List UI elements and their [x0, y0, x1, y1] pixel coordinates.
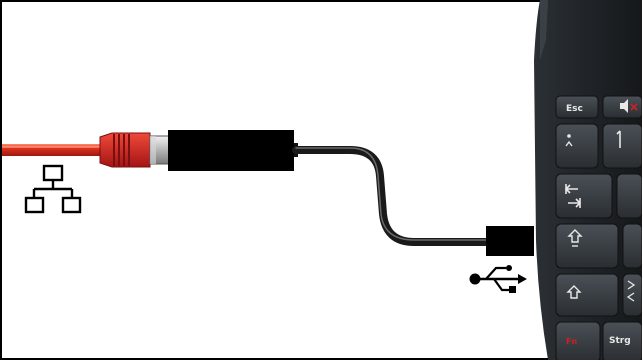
key-strg: Strg [602, 321, 642, 360]
network-icon [24, 164, 82, 214]
usb-plug [486, 226, 534, 256]
key-fn: Fn [555, 321, 601, 360]
mute-x-icon [630, 103, 638, 111]
key-capslock [555, 223, 619, 269]
key-shift [555, 273, 619, 317]
ethernet-cable [2, 144, 104, 156]
key-strg-label: Strg [609, 336, 631, 346]
key-tab [555, 173, 613, 219]
key-q [616, 173, 642, 219]
key-caret [555, 123, 599, 169]
key-fn-label: Fn [566, 337, 577, 346]
usb-icon [469, 265, 527, 293]
key-a [622, 223, 642, 269]
shift-arrow-icon [566, 285, 582, 299]
usb-cable [292, 146, 496, 246]
key-esc: Esc [555, 95, 599, 119]
key-angle-brackets [622, 273, 642, 317]
adapter-body [168, 130, 294, 171]
laptop: Esc [534, 0, 642, 360]
capslock-arrow-icon [567, 229, 583, 243]
rj45-connector [99, 132, 171, 168]
tab-arrows-icon [564, 184, 582, 208]
key-1 [602, 123, 642, 169]
key-esc-label: Esc [566, 104, 583, 114]
key-mute [602, 95, 642, 119]
speaker-mute-icon [620, 99, 628, 113]
